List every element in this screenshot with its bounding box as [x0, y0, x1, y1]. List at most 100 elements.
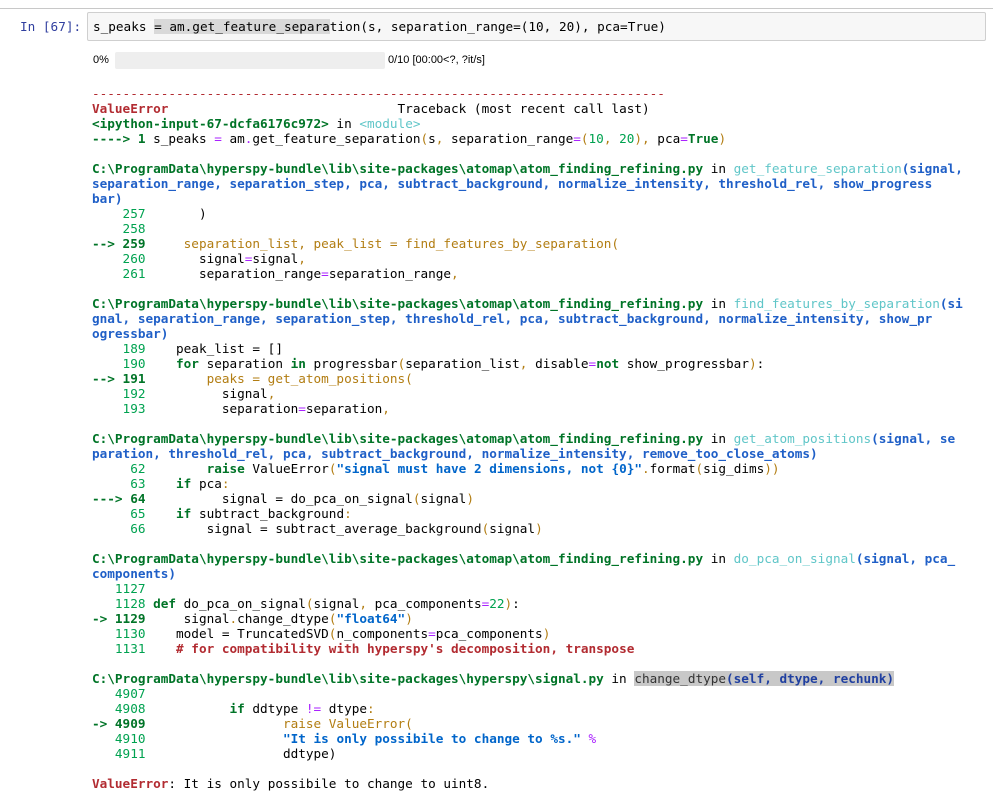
- traceback-line: [92, 656, 963, 671]
- code-after: tion(s, separation_range=(10, 20), pca=T…: [329, 19, 666, 34]
- token-lineno: 1131: [92, 641, 154, 656]
- token-path: C:\ProgramData\hyperspy-bundle\lib\site-…: [92, 551, 704, 566]
- token-path: <ipython-input-67-dcfa6176c972>: [92, 116, 329, 131]
- token-n: show_progressbar: [619, 356, 749, 371]
- traceback-line: 260 signal=signal,: [92, 251, 963, 266]
- token-n: in: [603, 671, 635, 686]
- token-lineno: 1130: [92, 626, 154, 641]
- token-active: peaks = get_atom_positions(: [153, 371, 413, 386]
- traceback-line: C:\ProgramData\hyperspy-bundle\lib\site-…: [92, 671, 963, 686]
- token-op: =: [428, 626, 436, 641]
- token-lineno: 260: [92, 251, 154, 266]
- token-n: peak_list = []: [153, 341, 283, 356]
- traceback-line: [92, 761, 963, 776]
- token-lineno: 1128: [92, 596, 154, 611]
- token-args: (si: [939, 296, 963, 311]
- token-p: )): [764, 461, 780, 476]
- traceback-line: 257 ): [92, 206, 963, 221]
- token-argsel: (self, dtype, rechunk): [726, 671, 895, 686]
- token-op: =: [298, 401, 306, 416]
- token-n: in: [328, 116, 360, 131]
- traceback-line: 1131 # for compatibility with hyperspy's…: [92, 641, 963, 656]
- token-lineno: 190: [92, 356, 154, 371]
- token-n: [153, 731, 283, 746]
- token-kw: def: [153, 596, 177, 611]
- token-op: .: [244, 131, 253, 146]
- token-fn[interactable]: get_feature_separation: [733, 161, 902, 176]
- token-p: (: [580, 131, 589, 146]
- progress-percent: 0%: [93, 54, 109, 66]
- token-p: ,: [435, 131, 444, 146]
- token-n: ): [153, 206, 207, 221]
- token-n: Traceback (most recent call last): [168, 101, 650, 116]
- token-n: signal: [252, 251, 299, 266]
- token-path: C:\ProgramData\hyperspy-bundle\lib\site-…: [92, 431, 704, 446]
- token-op: !=: [305, 701, 322, 716]
- token-err: ValueError: [92, 776, 169, 791]
- token-n: signal: [153, 251, 245, 266]
- token-p: .: [642, 461, 650, 476]
- token-fn[interactable]: find_features_by_separation: [733, 296, 940, 311]
- token-p: (: [420, 131, 429, 146]
- token-op: =: [588, 356, 597, 371]
- token-path: C:\ProgramData\hyperspy-bundle\lib\site-…: [92, 671, 604, 686]
- token-lineno: 63: [92, 476, 154, 491]
- token-n: sig_dims: [703, 461, 765, 476]
- traceback-line: C:\ProgramData\hyperspy-bundle\lib\site-…: [92, 551, 963, 566]
- token-n: in: [703, 296, 734, 311]
- token-n: signal = subtract_average_background: [153, 521, 482, 536]
- token-str: "signal must have 2 dimensions, not {0}": [336, 461, 643, 476]
- traceback-line: 190 for separation in progressbar(separa…: [92, 356, 963, 371]
- traceback-line: 65 if subtract_background:: [92, 506, 963, 521]
- traceback-output: ----------------------------------------…: [92, 86, 963, 791]
- token-lineno: 4908: [92, 701, 154, 716]
- token-n: model = TruncatedSVD: [153, 626, 329, 641]
- token-lineno: 193: [92, 401, 154, 416]
- token-num: 20: [619, 131, 635, 146]
- token-args: gnal, separation_range, separation_step,…: [92, 311, 933, 326]
- token-n: [611, 131, 619, 146]
- code-cell-input[interactable]: s_peaks = am.get_feature_separation(s, s…: [87, 12, 986, 41]
- traceback-line: ValueError: It is only possibile to chan…: [92, 776, 963, 791]
- token-p: (: [412, 491, 421, 506]
- token-n: disable: [527, 356, 589, 371]
- token-fn[interactable]: do_pca_on_signal: [733, 551, 856, 566]
- token-num: 22: [489, 596, 505, 611]
- token-n: pca: [191, 476, 222, 491]
- token-fnsel[interactable]: change_dtype: [634, 671, 727, 686]
- token-args: ogressbar): [92, 326, 169, 341]
- token-n: subtract_background: [191, 506, 345, 521]
- token-n: do_pca_on_signal: [176, 596, 306, 611]
- traceback-line: [92, 416, 963, 431]
- token-n: in: [703, 551, 734, 566]
- traceback-line: C:\ProgramData\hyperspy-bundle\lib\site-…: [92, 161, 963, 176]
- token-lineno: 65: [92, 506, 154, 521]
- traceback-line: 192 signal,: [92, 386, 963, 401]
- token-args: components): [92, 566, 177, 581]
- token-lineno: 261: [92, 266, 154, 281]
- token-sep: ----------------------------------------…: [92, 86, 665, 101]
- token-lineno: 189: [92, 341, 154, 356]
- traceback-line: -> 4909 raise ValueError(: [92, 716, 963, 731]
- token-args: (signal, pca_: [855, 551, 956, 566]
- traceback-line: gnal, separation_range, separation_step,…: [92, 311, 963, 326]
- token-kw: in: [290, 356, 306, 371]
- code-before: s_peaks: [93, 19, 155, 34]
- token-n: separation_list: [405, 356, 520, 371]
- token-n: n_components: [336, 626, 429, 641]
- token-p: ): [466, 491, 474, 506]
- token-n: s_peaks: [153, 131, 215, 146]
- token-p: :: [221, 476, 230, 491]
- token-arrow: -> 1129: [92, 611, 154, 626]
- token-n: [153, 506, 176, 521]
- token-n: separation: [198, 356, 291, 371]
- token-fn[interactable]: <module>: [359, 116, 421, 131]
- token-n: signal: [153, 611, 230, 626]
- traceback-line: components): [92, 566, 963, 581]
- token-op: =: [214, 131, 222, 146]
- token-n: get_feature_separation: [252, 131, 421, 146]
- code-text[interactable]: s_peaks = am.get_feature_separation(s, s…: [93, 19, 666, 34]
- token-n: separation_range: [328, 266, 452, 281]
- token-n: : It is only possibile to change to uint…: [168, 776, 490, 791]
- token-fn[interactable]: get_atom_positions: [733, 431, 872, 446]
